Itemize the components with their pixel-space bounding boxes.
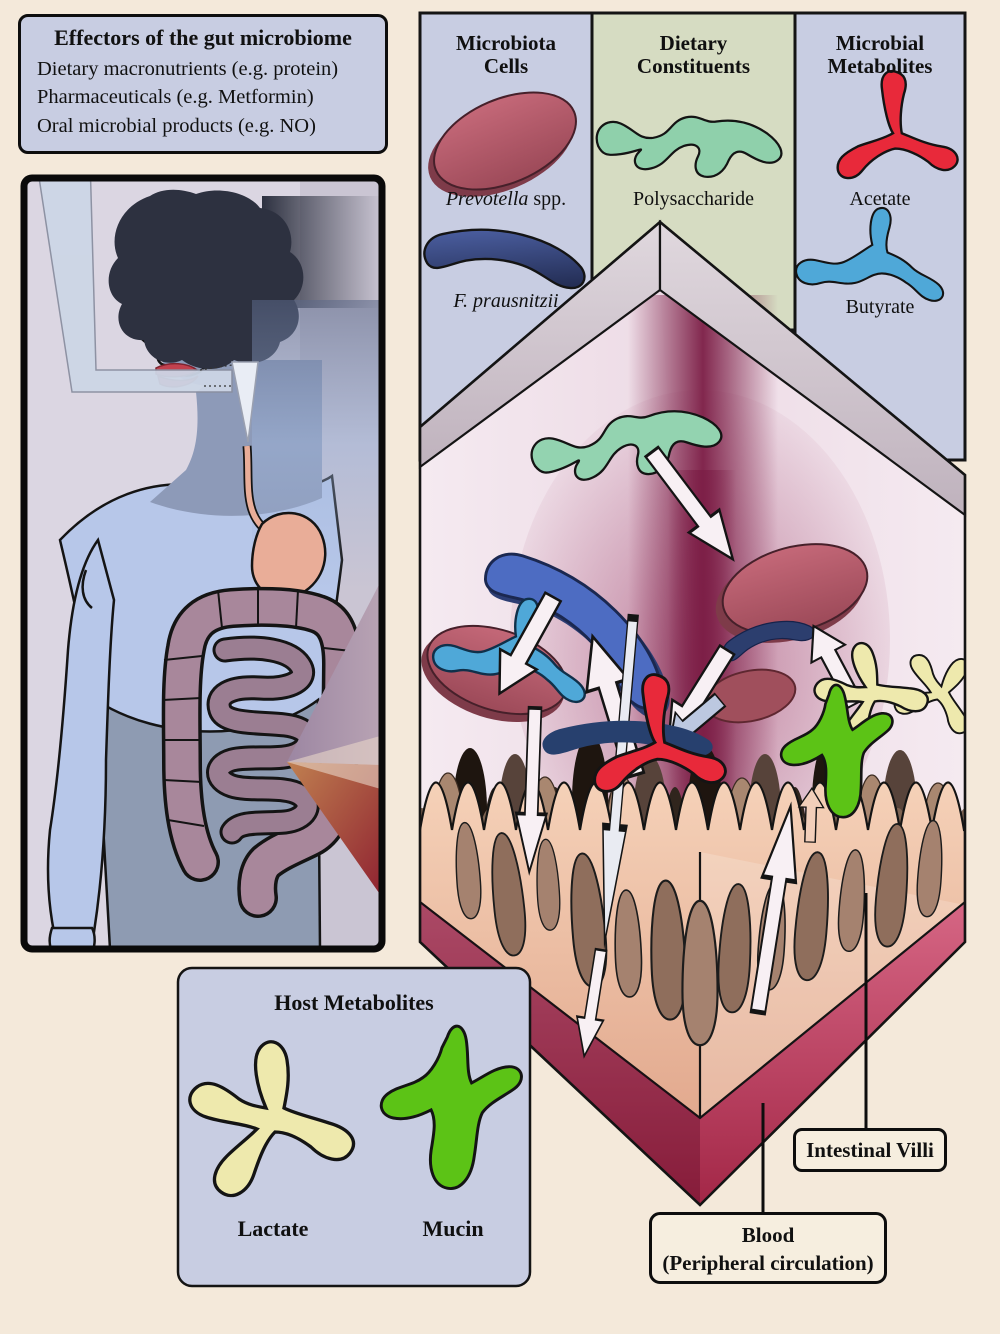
intestinal-villi-label: Intestinal Villi (793, 1128, 947, 1172)
panel-title-dietary-constituents: Dietary Constituents (636, 31, 751, 79)
effectors-box: Effectors of the gut microbiome Dietary … (18, 14, 388, 154)
effectors-callout (35, 178, 233, 393)
figure-border (20, 174, 386, 953)
label-butyrate: Butyrate (845, 296, 915, 318)
zoom-wedge (287, 575, 382, 900)
effectors-item: Oral microbial products (e.g. NO) (37, 114, 316, 137)
label-mucin: Mucin (422, 1216, 484, 1241)
host-metabolites-title: Host Metabolites (274, 990, 434, 1015)
arm (46, 537, 116, 934)
effectors-item: Pharmaceuticals (e.g. Metformin) (37, 86, 314, 109)
hand (48, 926, 96, 949)
label-prevotella: Prevotella spp. (445, 188, 567, 210)
lumen-3d-box (418, 219, 967, 1207)
host-metabolites-box (176, 966, 532, 1288)
panel-title-microbiota-cells: Microbiota Cells (456, 31, 556, 79)
panel-title-microbial-metabolites: Microbial Metabolites (827, 31, 933, 79)
panel-shapes (421, 69, 959, 302)
blood-label: Blood (Peripheral circulation) (649, 1212, 887, 1284)
label-fprausnitzii: F. prausnitzii (453, 290, 559, 312)
effectors-title: Effectors of the gut microbiome (54, 25, 352, 50)
effectors-item: Dietary macronutrients (e.g. protein) (37, 58, 339, 80)
blood-layer (420, 899, 965, 1207)
human-figure (20, 174, 386, 953)
label-polysaccharide: Polysaccharide (632, 188, 755, 210)
label-acetate: Acetate (849, 188, 911, 210)
label-lactate: Lactate (237, 1216, 309, 1241)
lumen-microbes (421, 396, 869, 724)
swallow-wedge (231, 361, 259, 443)
